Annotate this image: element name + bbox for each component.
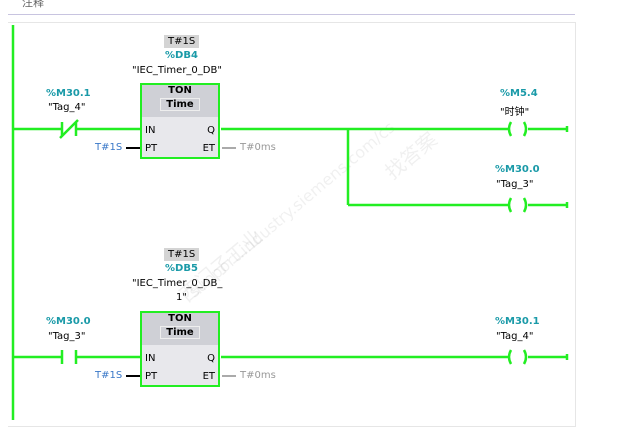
- contact-symbol[interactable]: "Tag_3": [48, 331, 86, 342]
- contact-address[interactable]: %M30.0: [46, 316, 91, 327]
- pin-q: Q: [207, 353, 215, 364]
- timer-instance-name[interactable]: "IEC_Timer_0_DB": [132, 65, 222, 76]
- pt-value[interactable]: T#1S: [95, 370, 123, 381]
- timer-db-address[interactable]: %DB4: [165, 50, 198, 61]
- pin-in: IN: [145, 353, 156, 364]
- et-value[interactable]: T#0ms: [240, 142, 276, 153]
- coil-symbol[interactable]: "Tag_3": [496, 179, 534, 190]
- coil-address[interactable]: %M30.0: [495, 164, 540, 175]
- contact-address[interactable]: %M30.1: [46, 88, 91, 99]
- timer-preset-badge: T#1S: [164, 35, 200, 48]
- pin-q: Q: [207, 125, 215, 136]
- ladder-network-panel: [8, 22, 576, 427]
- coil-symbol[interactable]: "时钟": [500, 107, 530, 118]
- ton-timer-block[interactable]: TON Time IN PT Q ET: [140, 83, 220, 159]
- pin-et: ET: [202, 143, 215, 154]
- coil-address[interactable]: %M30.1: [495, 316, 540, 327]
- pin-pt: PT: [145, 143, 158, 154]
- timer-subtitle: Time: [160, 98, 200, 111]
- timer-db-address[interactable]: %DB5: [165, 263, 198, 274]
- contact-symbol[interactable]: "Tag_4": [48, 102, 86, 113]
- nc-slash: [59, 119, 79, 139]
- timer-instance-name[interactable]: "IEC_Timer_0_DB_: [132, 278, 223, 289]
- pin-et: ET: [202, 371, 215, 382]
- et-value[interactable]: T#0ms: [240, 370, 276, 381]
- pin-in: IN: [145, 125, 156, 136]
- comment-header: 注释: [22, 0, 44, 9]
- timer-type: TON: [168, 313, 192, 324]
- pin-pt: PT: [145, 371, 158, 382]
- timer-type: TON: [168, 85, 192, 96]
- coil-symbol[interactable]: "Tag_4": [496, 331, 534, 342]
- ton-timer-block[interactable]: TON Time IN PT Q ET: [140, 311, 220, 387]
- timer-preset-badge: T#1S: [164, 248, 200, 261]
- timer-instance-name-cont[interactable]: 1": [176, 292, 187, 303]
- coil-address[interactable]: %M5.4: [500, 88, 538, 99]
- timer-subtitle: Time: [160, 326, 200, 339]
- pt-value[interactable]: T#1S: [95, 142, 123, 153]
- header-divider: [8, 14, 575, 15]
